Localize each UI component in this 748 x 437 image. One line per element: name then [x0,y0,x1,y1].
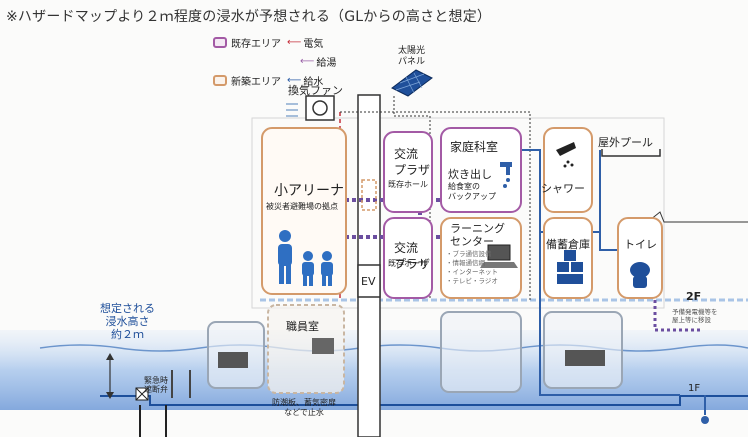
generator-note: 予備発電機等を 屋上等に移設 [672,308,718,324]
flood-label: 想定される 浸水高さ 約２ｍ [100,302,155,341]
water-surface-line [39,344,748,352]
outdoor-pool-label: 屋外プール [598,136,653,149]
fan-label: 換気ファン [288,84,343,97]
room-1f-2 [440,311,522,393]
flow-generator [653,300,700,332]
legend-hot-water-row: ⟵ 給湯 [213,52,336,71]
legend-new-swatch [213,75,227,86]
staff-room-box [267,304,345,394]
pipe-icon [171,370,191,398]
learning-center-box [440,217,522,299]
legend: 既存エリア ⟵ 電気 ⟵ 給湯 新築エリア ⟵ 給水 [213,33,336,90]
learning-label: ラーニング センター [450,222,505,248]
floor-1f-label: 1F [688,383,701,394]
arrow-left-icon: ⟵ [287,37,302,48]
shower-icon [556,142,576,168]
arrow-up-icon [106,353,114,360]
staff-room-label: 職員室 [286,320,319,333]
laptop-icon-1f [312,338,334,354]
equipment-icon-2 [218,352,248,368]
arrow-left-icon: ⟵ [287,75,302,86]
water-pipe [520,149,680,396]
arrow-down-icon [106,392,114,399]
arena-sub-label: 被災者避難場の拠点 [266,202,338,211]
shower-label: シャワー [541,182,585,195]
legend-existing: 既存エリア ⟵ 電気 [213,33,336,52]
toilet-box [617,217,663,299]
drain-icon [701,416,709,424]
plaza-box-1 [383,131,433,213]
boxes-icon [557,250,583,284]
storage-label: 備蓄倉庫 [546,238,590,251]
people-icon [278,230,333,286]
plaza-link [361,179,377,211]
diagram-title: ※ハザードマップより２ｍ程度の浸水が予想される（GLからの高さと想定） [6,9,492,25]
electric-main-line [340,111,531,300]
laptop-icon [480,244,518,268]
solar-label: 太陽光 パネル [398,46,426,67]
home-ec-label: 家庭科室 [450,140,499,154]
waterproof-label: 防潮板、蓄気密扉 などで止水 [272,398,336,417]
ev-box [357,264,381,298]
arena-label: 小アリーナ [274,183,344,199]
plaza1-label: 交流 プラザ [394,147,431,177]
cooking-label: 炊き出し [448,168,492,181]
cooking-sub-label: 給食室の バックアップ [448,182,496,201]
solar-panel-icon [391,69,433,97]
plaza2-sub-label: 既存ホール [388,259,428,268]
floor-2f-label: 2F [686,290,702,303]
home-ec-box [440,127,522,213]
building-outline [251,117,665,309]
legend-electric-label: 電気 [303,39,324,50]
plaza1-sub-label: 既存ホール [388,180,428,189]
shower-box [543,127,593,213]
legend-new: 新築エリア ⟵ 給水 [213,71,336,90]
legend-existing-swatch [213,37,227,48]
arrow-left-icon: ⟵ [300,56,315,67]
toilet-icon [630,262,650,288]
emergency-valve-label: 緊急時 遮断弁 [144,376,168,394]
break-line [649,211,748,223]
equipment-icon [565,350,605,366]
plaza2-label: 交流 プラザ [394,241,431,271]
learning-sub-label: ・ブラ通信設備 ・情報通信網 ・インターネット ・テレビ・ラジオ [446,250,498,285]
plaza-box-2 [383,217,433,299]
ev-label: EV [361,275,376,288]
legend-existing-label: 既存エリア [231,39,281,50]
toilet-label: トイレ [624,238,657,251]
legend-new-label: 新築エリア [231,77,281,88]
faucet-icon [500,162,512,188]
legend-water-label: 給水 [303,77,324,88]
solar-wire [393,96,430,117]
fan-icon [286,95,335,121]
outdoor-pool-shape [601,149,661,157]
legend-hot-water-label: 給湯 [316,58,337,69]
